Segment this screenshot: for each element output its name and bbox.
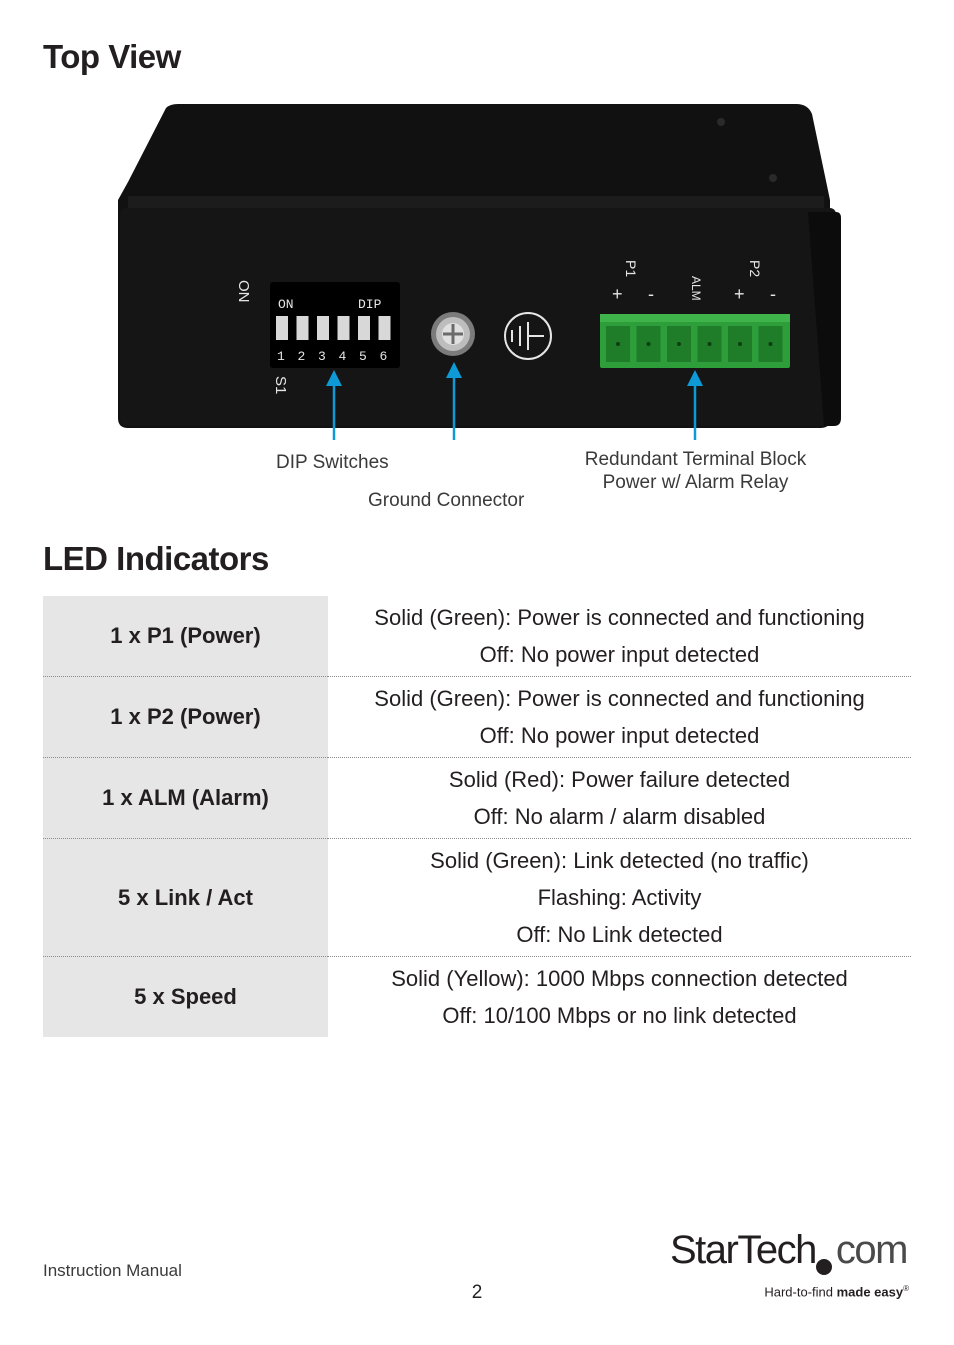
dip-switch-toggle — [358, 316, 370, 340]
terminal-label-p1: P1 — [623, 260, 639, 277]
callout-dip-switches: DIP Switches — [276, 452, 389, 473]
led-indicators-heading: LED Indicators — [43, 540, 269, 577]
led-description-line: Off: 10/100 Mbps or no link detected — [442, 1003, 797, 1028]
footer-manual-label: Instruction Manual — [43, 1261, 182, 1280]
led-description-cell: Solid (Green): Power is connected and fu… — [328, 677, 911, 758]
terminal-label-alm: ALM — [689, 276, 703, 301]
led-description-line: Flashing: Activity — [537, 885, 702, 910]
led-table-separator — [43, 956, 911, 957]
led-description-cell: Solid (Yellow): 1000 Mbps connection det… — [328, 957, 911, 1037]
dip-switch-number: 6 — [380, 349, 388, 364]
led-table-separator — [43, 757, 911, 758]
led-description-line: Off: No Link detected — [516, 922, 723, 947]
logo-dot-icon — [816, 1259, 832, 1275]
led-description-cell: Solid (Green): Link detected (no traffic… — [328, 839, 911, 957]
led-table-row: 1 x ALM (Alarm)Solid (Red): Power failur… — [43, 758, 911, 839]
dip-switch-toggle — [378, 316, 391, 340]
led-description-cell: Solid (Green): Power is connected and fu… — [328, 596, 911, 677]
led-name-cell: 1 x P1 (Power) — [43, 596, 328, 677]
led-description-line: Solid (Yellow): 1000 Mbps connection det… — [391, 966, 848, 991]
led-description-line: Solid (Green): Power is connected and fu… — [374, 605, 865, 630]
dip-brand-text: DIP — [358, 297, 382, 312]
led-table-separator — [43, 838, 911, 839]
led-table-separator — [43, 676, 911, 677]
terminal-polarity-sign: + — [612, 284, 623, 304]
terminal-slot-hole — [768, 342, 773, 346]
dip-on-text: ON — [278, 297, 294, 312]
terminal-polarity-sign: - — [648, 284, 654, 304]
led-table-row: 1 x P2 (Power) Solid (Green): Power is co… — [43, 677, 911, 758]
led-table-row: 5 x Link / Act Solid (Green): Link detect… — [43, 839, 911, 957]
dip-switch-number: 5 — [359, 349, 367, 364]
terminal-slot-hole — [738, 342, 742, 346]
led-name-cell: 1 x P2 (Power) — [43, 677, 328, 758]
led-name-cell: 5 x Link / Act — [43, 839, 328, 957]
led-description-line: Solid (Green): Power is connected and fu… — [374, 686, 865, 711]
terminal-slot-hole — [646, 342, 651, 346]
terminal-slot-hole — [616, 342, 620, 346]
led-description-line: Off: No power input detected — [479, 642, 760, 667]
dip-switch-number: 4 — [339, 349, 347, 364]
led-indicator-table: 1 x P1 (Power) Solid (Green): Power is co… — [43, 596, 911, 1037]
ground-screw — [431, 312, 475, 356]
terminal-label-p2: P2 — [747, 260, 763, 277]
led-description-line: Off: No alarm / alarm disabled — [473, 804, 766, 829]
led-description-line: Off: No power input detected — [479, 723, 760, 748]
top-view-heading: Top View — [43, 38, 181, 75]
callout-ground-connector: Ground Connector — [368, 490, 525, 511]
led-name-cell: 1 x ALM (Alarm) — [43, 758, 328, 839]
dip-switch-number: 1 — [277, 349, 285, 364]
s1-label: S1 — [272, 376, 289, 394]
terminal-polarity-sign: + — [734, 284, 745, 304]
dip-switch-toggle — [276, 316, 288, 340]
dip-switch-number: 2 — [298, 349, 306, 364]
dip-switch-number: 3 — [318, 349, 326, 364]
terminal-slot-hole — [677, 342, 681, 346]
callout-terminal-line1: Redundant Terminal Block — [584, 449, 807, 470]
ground-symbol-icon — [504, 312, 552, 360]
dip-switch-toggle — [317, 316, 329, 340]
led-description-line: Solid (Green): Link detected (no traffic… — [430, 848, 809, 873]
callout-terminal-line2: Power w/ Alarm Relay — [602, 472, 789, 493]
terminal-block — [600, 314, 790, 368]
page-number: 2 — [471, 1282, 483, 1303]
logo-tagline: Hard-to-find made easy® — [764, 1284, 909, 1300]
dip-switch-toggle — [337, 316, 350, 340]
led-name-cell: 5 x Speed — [43, 957, 328, 1037]
led-description-line: Solid (Red): Power failure detected — [448, 767, 791, 792]
dip-switch-toggle — [296, 316, 309, 340]
terminal-slot-hole — [707, 342, 712, 346]
led-table-row: 1 x P1 (Power) Solid (Green): Power is co… — [43, 596, 911, 677]
callout-terminal-block: Redundant Terminal Block Power w/ Alarm … — [578, 448, 813, 494]
terminal-polarity-sign: - — [770, 284, 776, 304]
callout-arrows — [326, 362, 703, 440]
switch-on-label: ON — [235, 280, 252, 303]
led-table-row: 5 x Speed Solid (Yellow): 1000 Mbps conne… — [43, 957, 911, 1037]
